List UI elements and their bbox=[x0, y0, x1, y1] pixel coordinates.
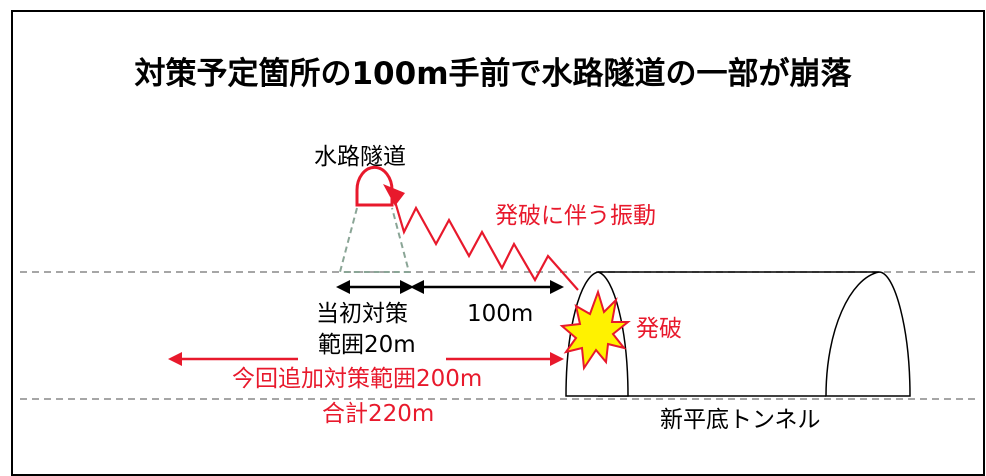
new-tunnel-label: 新平底トンネル bbox=[660, 407, 821, 433]
blast-vibration-label: 発破に伴う振動 bbox=[495, 203, 656, 229]
diagram-title: 対策予定箇所の100m手前で水路隧道の一部が崩落 bbox=[134, 56, 852, 92]
initial-range-label-line1: 当初対策 bbox=[316, 301, 408, 327]
blast-label: 発破 bbox=[636, 316, 682, 342]
waterway-tunnel-shape bbox=[355, 165, 394, 207]
blast-burst-icon bbox=[559, 288, 631, 371]
distance-label: 100m bbox=[467, 301, 534, 327]
total-length-label: 合計220m bbox=[322, 401, 435, 427]
waterway-tunnel-label: 水路隧道 bbox=[314, 144, 406, 170]
waterway-influence-cone bbox=[338, 207, 411, 273]
diagram-frame bbox=[11, 10, 985, 476]
vibration-zigzag bbox=[392, 197, 579, 291]
initial-range-label-line2: 範囲20m bbox=[318, 332, 416, 358]
new-tunnel-outline bbox=[598, 271, 911, 397]
vibration-arrow-head bbox=[383, 184, 405, 206]
additional-range-label: 今回追加対策範囲200m bbox=[232, 366, 483, 392]
